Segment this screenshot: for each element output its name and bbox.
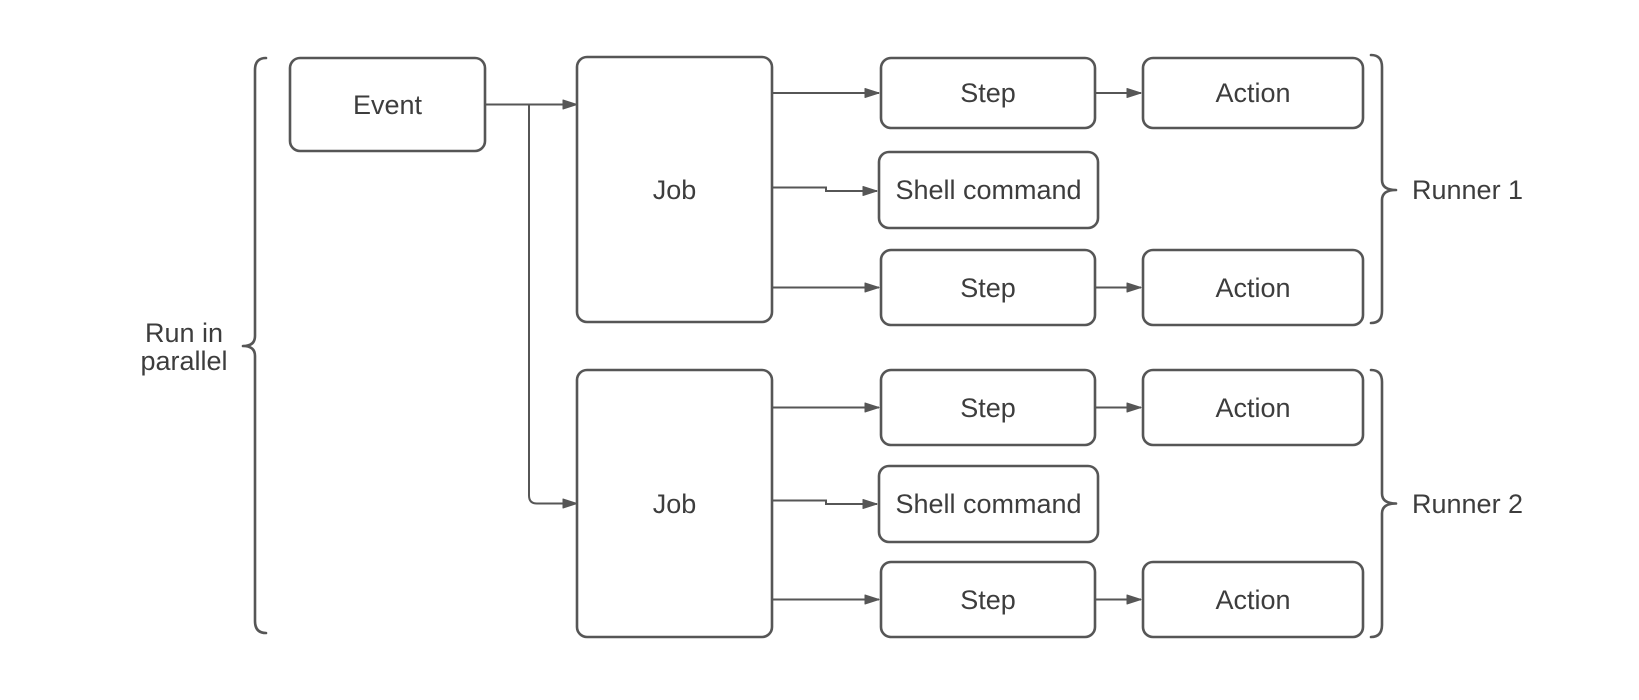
shell-command1-label: Shell command — [895, 175, 1081, 205]
action1-box — [1141, 56, 1365, 130]
action3-box — [1141, 368, 1365, 447]
runner1-label: Runner 1 — [1412, 175, 1523, 205]
run-in-parallel-brace — [241, 56, 268, 635]
job2-label: Job — [653, 489, 697, 519]
shell-command1-node: Shell command — [877, 150, 1100, 230]
runner1-group: Job Step Shell command Step Action Actio… — [575, 53, 1523, 327]
step3-box — [879, 368, 1097, 447]
action4-box — [1141, 560, 1365, 639]
action3-node: Action — [1141, 368, 1365, 447]
action2-node: Action — [1141, 248, 1365, 327]
shell-command1-box — [877, 150, 1100, 230]
shell-command2-node: Shell command — [877, 464, 1100, 544]
step1-box — [879, 56, 1097, 130]
step4-label: Step — [960, 585, 1016, 615]
action1-node: Action — [1141, 56, 1365, 130]
step4-node: Step — [879, 560, 1097, 639]
arrow-job1-to-shell1 — [772, 186, 878, 196]
runner2-label: Runner 2 — [1412, 489, 1523, 519]
action1-label: Action — [1215, 78, 1290, 108]
shell-command2-label: Shell command — [895, 489, 1081, 519]
runner1-brace — [1369, 53, 1398, 325]
run-in-parallel-label-line1: Run in — [145, 318, 223, 348]
step4-box — [879, 560, 1097, 639]
shell-command2-box — [877, 464, 1100, 544]
event-node: Event — [288, 56, 487, 153]
step3-label: Step — [960, 393, 1016, 423]
arrow-event-to-job2 — [528, 104, 578, 509]
runner2-brace — [1369, 368, 1398, 639]
action2-label: Action — [1215, 273, 1290, 303]
step2-label: Step — [960, 273, 1016, 303]
job1-label: Job — [653, 175, 697, 205]
step2-box — [879, 248, 1097, 327]
action4-label: Action — [1215, 585, 1290, 615]
step3-node: Step — [879, 368, 1097, 447]
job2-box — [575, 368, 774, 639]
job1-box — [575, 55, 774, 324]
action2-box — [1141, 248, 1365, 327]
job2-node: Job — [575, 368, 774, 639]
step1-node: Step — [879, 56, 1097, 130]
job1-node: Job — [575, 55, 774, 324]
parallel-group: Run in parallel — [140, 56, 268, 635]
arrow-job2-to-shell2 — [772, 499, 878, 509]
event-label: Event — [353, 90, 423, 120]
action4-node: Action — [1141, 560, 1365, 639]
runner2-group: Job Step Shell command Step Action Actio… — [575, 368, 1523, 639]
step2-node: Step — [879, 248, 1097, 327]
step1-label: Step — [960, 78, 1016, 108]
action3-label: Action — [1215, 393, 1290, 423]
run-in-parallel-label-line2: parallel — [140, 346, 227, 376]
